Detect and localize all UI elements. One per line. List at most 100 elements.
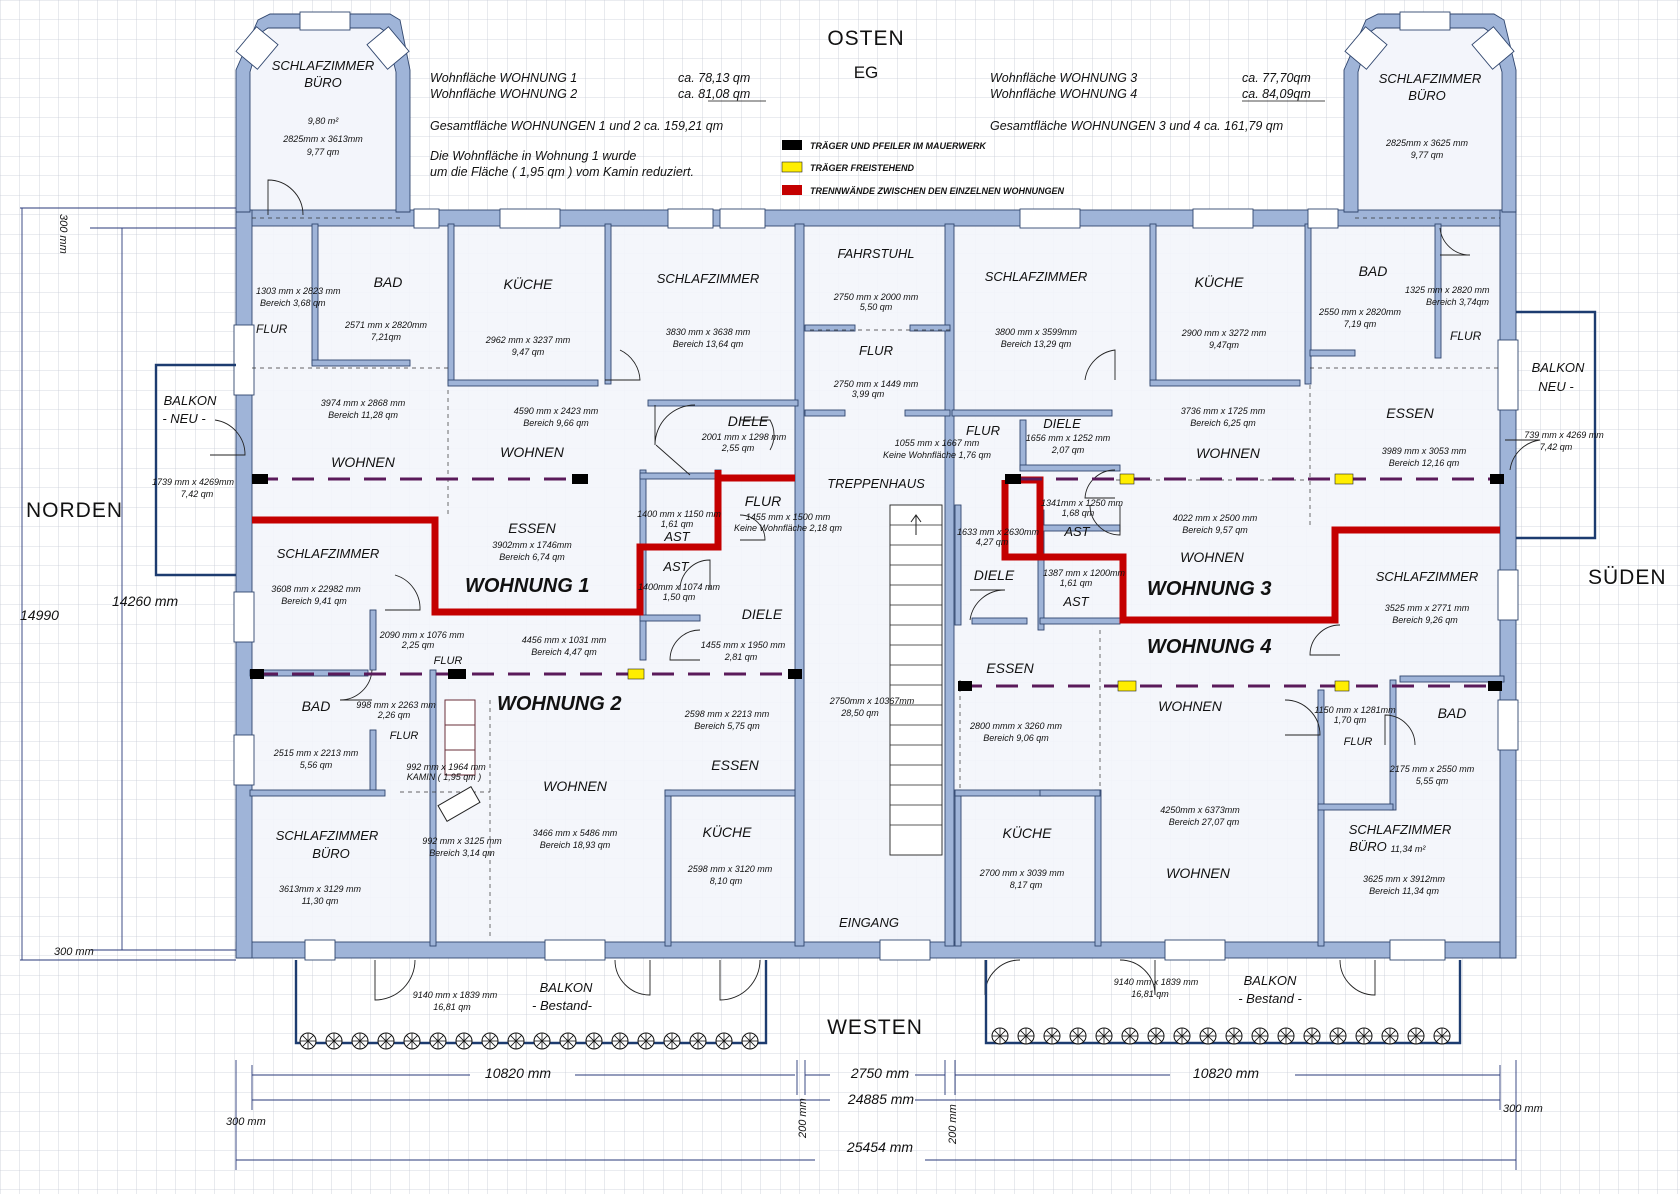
room-dim-2: Bereich 12,16 qm	[1389, 458, 1460, 468]
room-dim-1: 1150 mm x 1281mm	[1314, 705, 1396, 715]
room-dim-1: 3525 mm x 2771 mm	[1385, 603, 1470, 613]
room-name: FLUR	[1450, 329, 1482, 343]
compass-west: WESTEN	[827, 1016, 923, 1039]
room-dim-2: Bereich 11,28 qm	[328, 410, 398, 420]
w12-total: Gesamtfläche WOHNUNGEN 1 und 2 ca. 159,2…	[430, 119, 723, 133]
note-line-2: um die Fläche ( 1,95 qm ) vom Kamin redu…	[430, 165, 694, 179]
room-dim-1: 3608 mm x 22982 mm	[271, 584, 361, 594]
room-name: ESSEN	[711, 757, 759, 773]
beam-yellow	[1334, 680, 1350, 692]
staircase	[889, 504, 943, 856]
beam-yellow	[1119, 473, 1135, 485]
room-name: WOHNEN	[331, 454, 396, 470]
legend-text-beams: TRÄGER UND PFEILER IM MAUERWERK	[810, 141, 987, 151]
room-dim-1: 3466 mm x 5486 mm	[533, 828, 618, 838]
room-name: AST	[1063, 524, 1090, 539]
room-dim-2: 9,77 qm	[1411, 150, 1444, 160]
room-dim-2: 2,55 qm	[721, 443, 755, 453]
room-dim-1: 1341mm x 1250 mm	[1041, 498, 1124, 508]
balcony-sub: NEU -	[1538, 379, 1574, 394]
beam-black	[572, 474, 588, 484]
room-dim-1: 3830 mm x 3638 mm	[666, 327, 751, 337]
w4-label: Wohnfläche WOHNUNG 4	[990, 87, 1137, 101]
room-dim-3: Bereich 11,34 qm	[1369, 886, 1439, 896]
room-dim-1: 2750 mm x 2000 mm	[833, 292, 919, 302]
fireplace	[437, 699, 481, 822]
room-name: EINGANG	[839, 915, 899, 930]
room-dim-2: 1,68 qm	[1062, 508, 1095, 518]
room-dim-1: 3613mm x 3129 mm	[279, 884, 362, 894]
room-dim-1: 2090 mm x 1076 mm	[379, 630, 465, 640]
apartment-label-3: WOHNUNG 3	[1147, 578, 1271, 600]
room-name: SCHLAFZIMMER	[272, 58, 375, 73]
room-name: FLUR	[256, 322, 288, 336]
room-name: SCHLAFZIMMER	[277, 546, 380, 561]
w3-label: Wohnfläche WOHNUNG 3	[990, 71, 1137, 85]
balcony-sub: - NEU -	[162, 411, 206, 426]
balcony-dim-2: 7,42 qm	[1540, 442, 1573, 452]
beam-yellow	[1334, 473, 1354, 485]
balcony-dim-2: 7,42 qm	[181, 489, 214, 499]
room-dim-2: Bereich 9,41 qm	[281, 596, 347, 606]
room-dim-1: 2598 mm x 2213 mm	[684, 709, 770, 719]
room-name: WOHNEN	[543, 778, 608, 794]
balcony-dim-1: 739 mm x 4269 mm	[1524, 430, 1604, 440]
room-name: TREPPENHAUS	[827, 476, 925, 491]
room-dim-2: 2,25 qm	[401, 640, 435, 650]
balcony-dim-1: 1739 mm x 4269mm	[152, 477, 235, 487]
room-dim-2: 2825mm x 3613mm	[282, 134, 363, 144]
room-dim-2: 2,81 qm	[724, 652, 758, 662]
dim-outer-total: 25454 mm	[846, 1139, 913, 1155]
room-dim-2: 1,50 qm	[663, 592, 696, 602]
balcony-railings	[299, 1027, 1451, 1050]
dim-gap-left: 200 mm	[797, 1098, 809, 1139]
room-dim-1: 1455 mm x 1950 mm	[701, 640, 786, 650]
room-name: WOHNEN	[1180, 549, 1245, 565]
room-dim-2: 3,99 qm	[852, 389, 885, 399]
room-dim-2: 5,55 qm	[1416, 776, 1449, 786]
room-dim-1: 992 mm x 1964 mm	[406, 762, 486, 772]
room-dim-1: 2800 mmm x 3260 mm	[969, 721, 1063, 731]
room-dim-2: Bereich 9,57 qm	[1182, 525, 1248, 535]
room-name: KÜCHE	[702, 823, 752, 840]
w1-value: ca. 78,13 qm	[678, 71, 750, 85]
legend-text-separation: TRENNWÄNDE ZWISCHEN DEN EINZELNEN WOHNUN…	[810, 186, 1064, 196]
room-dim-1: 2900 mm x 3272 mm	[1181, 328, 1267, 338]
room-name-2: BÜRO	[304, 75, 342, 90]
apartment-label-4: WOHNUNG 4	[1147, 636, 1271, 658]
room-dim-1: 1400mm x 1074 mm	[638, 582, 721, 592]
room-dim-1: 2571 mm x 2820mm	[344, 320, 428, 330]
room-name: FLUR	[1344, 736, 1373, 748]
room-dim-1: 3902mm x 1746mm	[492, 540, 572, 550]
room-name: SCHLAFZIMMER	[1349, 822, 1452, 837]
room-dim-1: 2962 mm x 3237 mm	[485, 335, 571, 345]
apartment-separation-walls	[252, 470, 1500, 624]
room-name: ESSEN	[986, 660, 1034, 676]
room-dim-1: 2550 mm x 2820mm	[1318, 307, 1402, 317]
room-dim-2: 9,47 qm	[512, 347, 545, 357]
room-dim-2: 3625 mm x 3912mm	[1363, 874, 1446, 884]
room-dim-2: Bereich 3,14 qm	[429, 848, 495, 858]
beam-black	[252, 474, 268, 484]
room-dim-2: Keine Wohnfläche 2,18 qm	[734, 523, 843, 533]
room-name: ESSEN	[1386, 405, 1434, 421]
room-name: DIELE	[742, 606, 783, 622]
room-name: KÜCHE	[1002, 824, 1052, 841]
room-dim-2: Bereich 9,26 qm	[1392, 615, 1458, 625]
room-dim-1: 1656 mm x 1252 mm	[1026, 433, 1111, 443]
beam-black	[1488, 681, 1502, 691]
room-name: AST	[663, 529, 690, 544]
room-name-2: BÜRO	[1408, 88, 1446, 103]
room-name: FLUR	[390, 730, 419, 742]
balconies-outline	[154, 310, 1597, 1045]
balcony-dim-2: 16,81 qm	[1131, 989, 1169, 999]
beam-lines	[256, 477, 1500, 688]
balcony-name: BALKON	[164, 393, 217, 408]
room-dim-2: Bereich 27,07 qm	[1169, 817, 1240, 827]
dim-left-inner: 14260 mm	[112, 593, 178, 609]
beam-black	[788, 669, 802, 679]
room-name: KÜCHE	[1194, 273, 1244, 290]
room-dim-2: 5,56 qm	[300, 760, 333, 770]
w4-value: ca. 84,09qm	[1242, 87, 1311, 101]
door-swings	[210, 179, 1541, 1001]
